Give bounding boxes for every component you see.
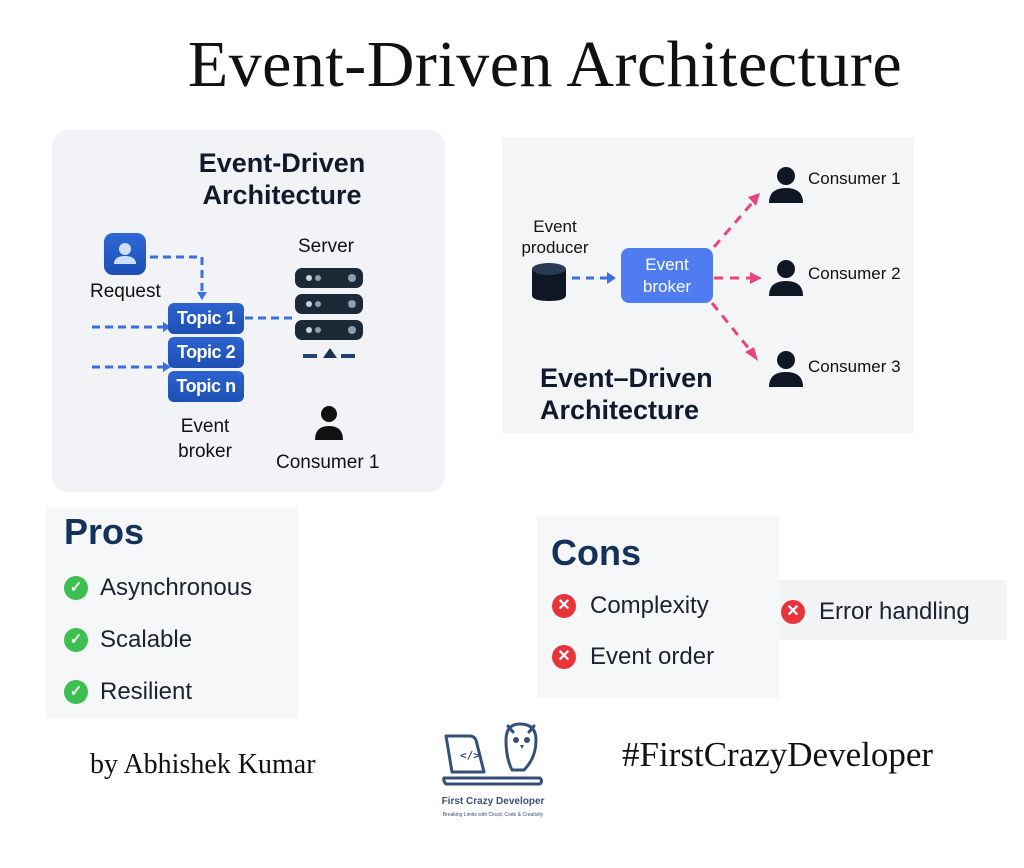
rb-broker-line2: broker xyxy=(642,277,692,296)
right-diagram-title: Event–Driven Architecture xyxy=(540,362,713,426)
request-user-icon xyxy=(104,233,146,275)
consumer3-arrowhead xyxy=(745,347,758,361)
cons-item-label: Event order xyxy=(590,643,715,670)
pros-panel xyxy=(46,508,298,718)
pros-title: Pros xyxy=(64,511,145,552)
left-diagram-title: Event-Driven Architecture xyxy=(152,147,412,211)
topic-1: Topic 1 xyxy=(168,303,244,334)
pros-item: ✓ Resilient xyxy=(64,678,192,706)
consumer1-person-icon xyxy=(769,167,803,203)
laptop-owl-logo-icon xyxy=(442,722,543,786)
broker-label-line2: broker xyxy=(178,441,232,462)
arrowhead-right-2 xyxy=(163,362,171,372)
check-icon: ✓ xyxy=(64,628,88,652)
left-diagram-panel xyxy=(52,130,445,492)
cons-item-label: Error handling xyxy=(819,598,970,625)
cons-item-label: Complexity xyxy=(590,592,709,619)
pros-item: ✓ Scalable xyxy=(64,626,192,654)
server-base-icon xyxy=(303,348,355,358)
arrowhead-down xyxy=(197,292,207,300)
consumer1-label: Consumer 1 xyxy=(808,169,901,188)
arrowhead-right-1 xyxy=(163,322,171,332)
pros-item-label: Scalable xyxy=(100,626,193,653)
pros-item-label: Resilient xyxy=(100,678,193,705)
cons-panel xyxy=(537,516,779,698)
cons-item: ✕ Error handling xyxy=(781,598,970,626)
logo-tagline: Breaking Limits with Cloud, Code & Creat… xyxy=(442,812,544,818)
logo-name: First Crazy Developer xyxy=(441,796,545,807)
broker-label-line1: Event xyxy=(180,416,230,437)
producer-arrowhead xyxy=(607,272,616,284)
rb-broker-line1: Event xyxy=(645,255,689,274)
hashtag: #FirstCrazyDeveloper xyxy=(622,735,934,774)
consumer3-person-icon xyxy=(769,351,803,387)
server-label: Server xyxy=(298,236,354,257)
cross-icon: ✕ xyxy=(552,645,576,669)
consumer2-label: Consumer 2 xyxy=(808,264,901,283)
event-broker-box: Event broker xyxy=(621,248,713,303)
consumer2-arrowhead xyxy=(750,272,762,284)
error-handling-panel xyxy=(779,580,1007,640)
topic-n: Topic n xyxy=(168,371,244,402)
event-broker-label: Event broker xyxy=(160,414,250,464)
event-producer-label: Event producer xyxy=(510,216,600,258)
pros-item-label: Asynchronous xyxy=(100,574,253,601)
cons-item: ✕ Event order xyxy=(552,643,714,671)
right-diagram-arrows xyxy=(572,193,762,361)
server-unit-1 xyxy=(295,268,363,288)
cross-icon: ✕ xyxy=(552,594,576,618)
consumer-label: Consumer 1 xyxy=(276,452,380,473)
database-icon xyxy=(532,263,566,301)
topic-2: Topic 2 xyxy=(168,337,244,368)
request-label: Request xyxy=(90,281,161,302)
left-title-line1: Event-Driven xyxy=(198,148,366,178)
cons-item: ✕ Complexity xyxy=(552,592,709,620)
producer-line2: producer xyxy=(521,238,589,257)
server-unit-3 xyxy=(295,320,363,340)
left-title-line2: Architecture xyxy=(202,180,362,210)
consumer3-label: Consumer 3 xyxy=(808,357,901,376)
producer-line1: Event xyxy=(533,217,577,236)
logo-code-glyph: </> xyxy=(460,749,480,762)
left-diagram-connectors xyxy=(92,255,297,372)
consumer-person-icon xyxy=(315,406,343,440)
server-unit-2 xyxy=(295,294,363,314)
author-credit: by Abhishek Kumar xyxy=(90,749,316,780)
request-to-topic-arrow xyxy=(150,255,204,293)
right-title-line2: Architecture xyxy=(540,395,700,425)
check-icon: ✓ xyxy=(64,576,88,600)
cross-icon: ✕ xyxy=(781,600,805,624)
check-icon: ✓ xyxy=(64,680,88,704)
consumer2-person-icon xyxy=(769,260,803,296)
cons-title: Cons xyxy=(551,532,641,573)
right-title-line1: Event–Driven xyxy=(540,363,713,393)
consumer1-arrowhead xyxy=(748,193,760,206)
broker-to-consumer3-arrow xyxy=(710,302,752,351)
broker-to-consumer1-arrow xyxy=(712,202,754,248)
main-title: Event-Driven Architecture xyxy=(187,28,903,101)
pros-item: ✓ Asynchronous xyxy=(64,574,252,602)
